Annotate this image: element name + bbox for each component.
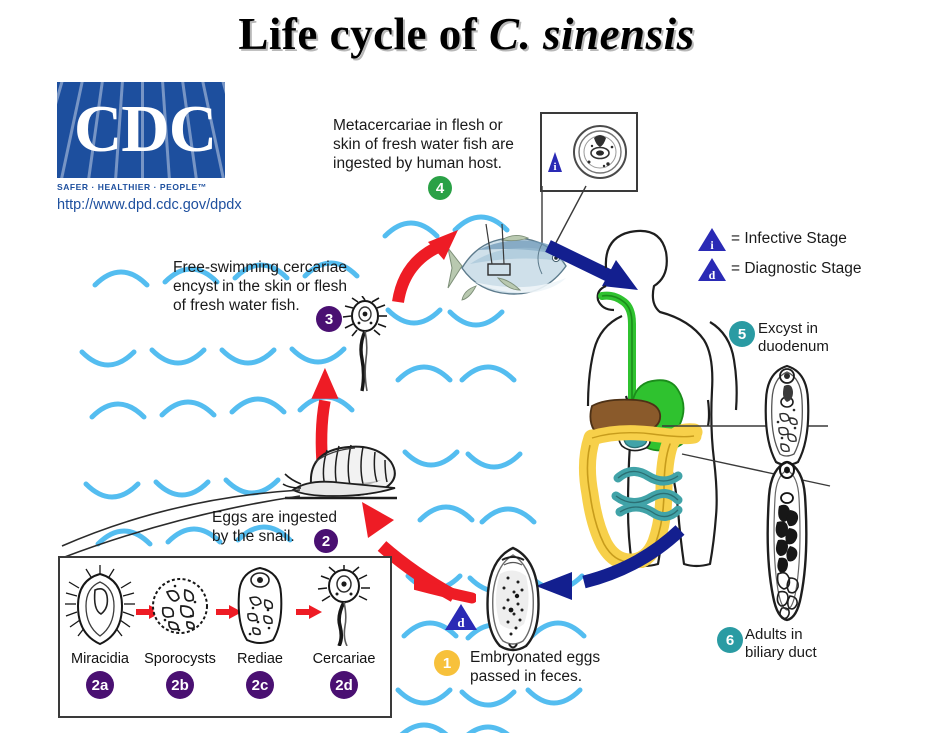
fish-illustration: [447, 223, 567, 301]
legend-label-infective: = Infective Stage: [731, 230, 847, 247]
legend-label-diagnostic: = Diagnostic Stage: [731, 260, 862, 277]
juvenile-fluke-illustration: [764, 364, 810, 466]
svg-text:d: d: [457, 615, 465, 630]
svg-text:i: i: [710, 238, 714, 252]
step-5-badge: 5: [729, 321, 755, 347]
svg-text:i: i: [553, 161, 556, 173]
sporocyst-illustration: [152, 578, 208, 634]
snail-illustration: [282, 444, 397, 500]
title-prefix: Life cycle of: [238, 9, 490, 59]
human-host-illustration: [578, 229, 738, 568]
stage-sporocysts: Sporocysts 2b: [142, 564, 218, 699]
metacercaria-inset-box: i: [540, 112, 638, 192]
legend: i = Infective Stage d = Diagnostic Stage: [697, 224, 862, 284]
red-arrow-stub-left-of-egg: [414, 578, 476, 604]
diagnostic-triangle-icon: d: [698, 258, 726, 282]
stage-arrow-3: [296, 605, 322, 619]
step-6-badge: 6: [717, 627, 743, 653]
snail-stages-inset-box: Miracidia 2a: [58, 556, 392, 718]
legend-item-infective: i = Infective Stage: [697, 224, 862, 254]
cdc-url[interactable]: http://www.dpd.cdc.gov/dpdx: [57, 197, 242, 213]
step-6-caption: Adults in biliary duct: [745, 626, 817, 661]
stage-name-miracidia: Miracidia: [70, 651, 129, 667]
stage-badge-2a: 2a: [86, 671, 114, 699]
miracidium-illustration: [65, 565, 135, 646]
step-4-caption: Metacercariae in flesh or skin of fresh …: [333, 117, 514, 172]
cercaria-stage-illustration: [317, 565, 370, 647]
adult-fluke-illustration: [766, 460, 808, 622]
stage-badge-2d: 2d: [330, 671, 358, 699]
stage-name-rediae: Rediae: [237, 651, 283, 667]
stage-name-cercariae: Cercariae: [312, 651, 376, 667]
stage-arrow-2: [216, 605, 242, 619]
cdc-logo: CDC SAFER · HEALTHIER · PEOPLE™ http://w…: [57, 82, 243, 213]
step-2-badge: 2: [314, 529, 338, 553]
step-5-caption: Excyst in duodenum: [758, 320, 829, 355]
cdc-tagline: SAFER · HEALTHIER · PEOPLE™: [57, 182, 207, 192]
page-title: Life cycle of C. sinensis: [0, 8, 933, 60]
water-waves: [79, 214, 587, 733]
stage-badge-2c: 2c: [246, 671, 274, 699]
snail-inset-leader-lines: [61, 489, 301, 559]
red-arrow-cercaria-to-fish: [392, 230, 458, 304]
step-3-badge: 3: [316, 306, 342, 332]
stage-cercariae: Cercariae 2d: [302, 564, 386, 699]
step-1-badge: 1: [434, 650, 460, 676]
cdc-logo-box: CDC: [57, 82, 225, 178]
svg-text:d: d: [709, 268, 716, 282]
stage-badge-2b: 2b: [166, 671, 194, 699]
title-species: C. sinensis: [489, 9, 695, 59]
step-1-caption: Embryonated eggs passed in feces.: [470, 649, 601, 685]
cercaria-illustration: [342, 296, 387, 392]
redia-illustration: [237, 566, 283, 644]
step-2-caption: Eggs are ingested by the snail.: [212, 509, 337, 545]
legend-item-diagnostic: d = Diagnostic Stage: [697, 254, 862, 284]
blue-arrow-fish-to-host: [545, 240, 638, 290]
diagnostic-triangle-step1: d: [445, 604, 477, 630]
step-4-badge: 4: [428, 176, 452, 200]
infective-triangle-icon: i: [698, 228, 726, 252]
blue-arrow-host-to-eggs: [536, 525, 685, 600]
step-3-caption: Free-swimming cercariae encyst in the sk…: [173, 259, 348, 314]
stage-name-sporocysts: Sporocysts: [144, 651, 216, 667]
stage-rediae: Rediae 2c: [222, 564, 298, 699]
stage-miracidia: Miracidia 2a: [62, 564, 138, 699]
cdc-logo-text: CDC: [73, 92, 217, 166]
embryonated-egg-illustration: [486, 546, 540, 652]
